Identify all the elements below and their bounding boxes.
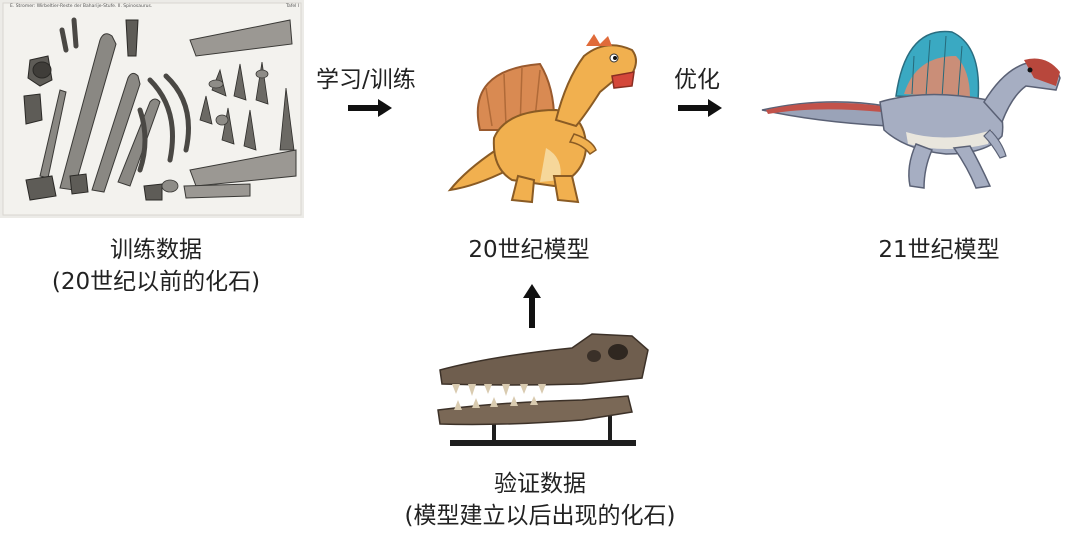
edge-label-optimize: 优化 <box>674 67 720 93</box>
training-data-title: 训练数据 <box>110 237 202 263</box>
right-arrow-icon <box>348 98 392 118</box>
up-arrow-icon <box>522 284 542 328</box>
training-data-subtitle: (20世纪以前的化石) <box>51 269 261 295</box>
fossil-plate-image: E. Stromer: Wirbeltier-Reste der Baharij… <box>0 0 304 218</box>
validation-data-title: 验证数据 <box>494 471 586 497</box>
validation-data-caption: 验证数据 (模型建立以后出现的化石) <box>372 468 708 532</box>
training-data-caption: 训练数据 (20世纪以前的化石) <box>0 234 312 298</box>
edge-label-learn-train: 学习/训练 <box>316 67 416 93</box>
right-arrow-icon <box>678 98 722 118</box>
twenty-first-century-dinosaur-image <box>756 26 1066 196</box>
validation-data-subtitle: (模型建立以后出现的化石) <box>404 503 676 529</box>
model21-caption: 21世纪模型 <box>878 237 1000 263</box>
twentieth-century-dinosaur-image <box>436 30 646 210</box>
plate-header-left: E. Stromer: Wirbeltier-Reste der Baharij… <box>10 3 152 9</box>
plate-header-right: Tafel I <box>285 3 299 9</box>
model20-caption: 20世纪模型 <box>468 237 590 263</box>
spinosaurus-skull-image <box>432 330 656 454</box>
